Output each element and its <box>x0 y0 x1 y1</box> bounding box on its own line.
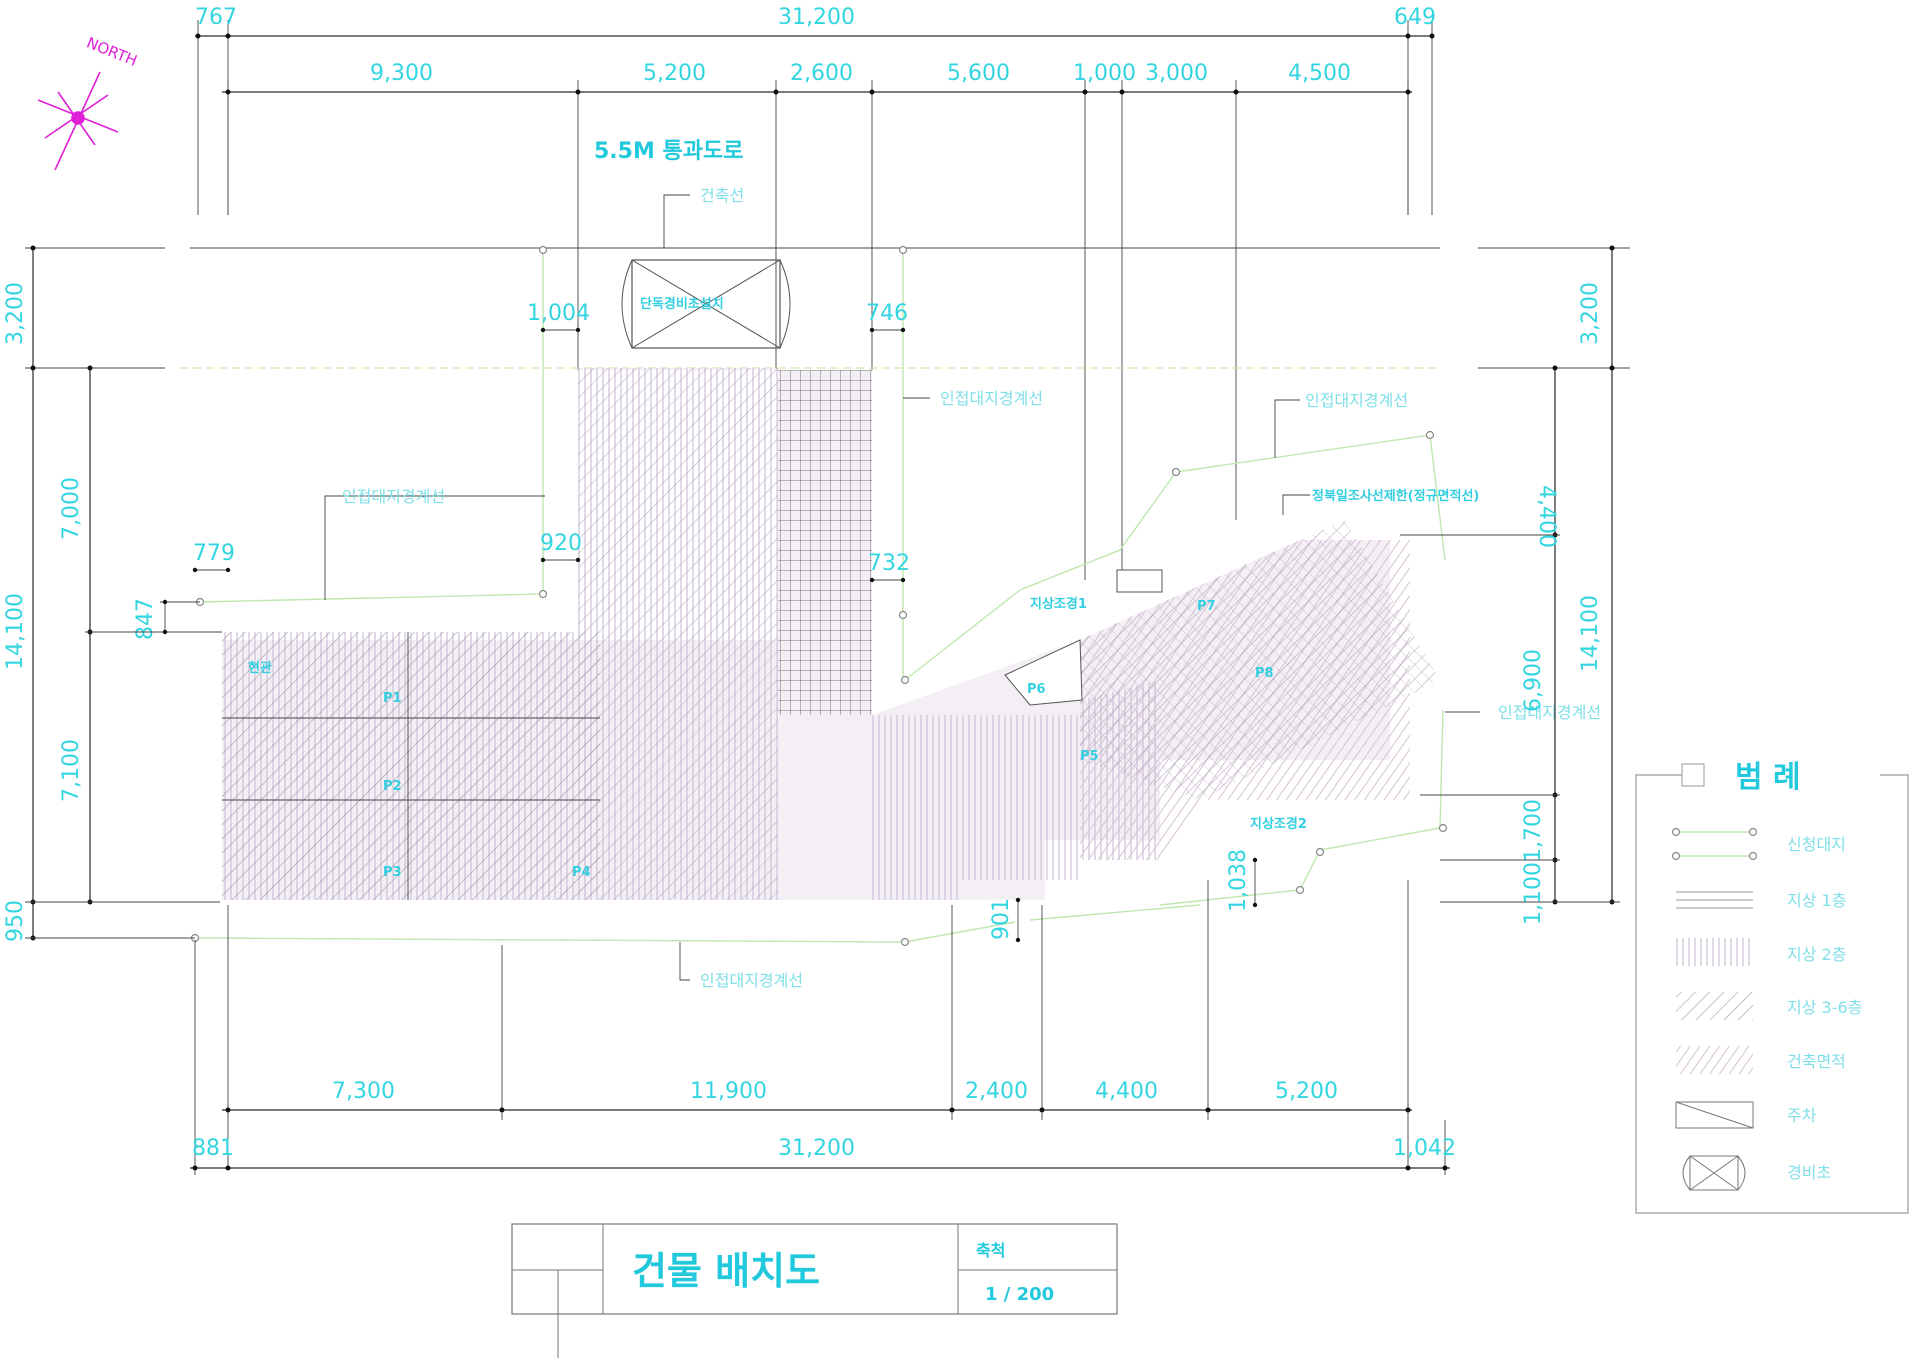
ground-landscape-1: 지상조경1 <box>1030 596 1087 612</box>
dim-1004: 1,004 <box>527 301 590 326</box>
adj-boundary-label-2: 인접대지경계선 <box>940 389 1043 408</box>
dim-1038: 1,038 <box>1226 849 1251 912</box>
dim-847: 847 <box>133 598 158 640</box>
bottom-seg-3: 2,400 <box>965 1079 1028 1104</box>
guard-post-icon <box>1682 1155 1746 1191</box>
room-p7: P7 <box>1197 599 1216 614</box>
top-seg-6: 3,000 <box>1145 61 1208 86</box>
top-seg-4: 5,600 <box>947 61 1010 86</box>
right-dimensions: 3,200 4,400 14,100 6,900 1,700 1,100 <box>1400 245 1620 925</box>
title-block: 건물 배치도 축척 1 / 200 <box>511 1223 1118 1358</box>
legend-label-7: 경비초 <box>1787 1163 1831 1182</box>
dim-779: 779 <box>193 541 235 566</box>
site-boundary-icon <box>1671 827 1758 861</box>
right-dim-1700: 1,700 <box>1521 799 1546 862</box>
dim-901: 901 <box>989 898 1014 940</box>
adj-boundary-label-3: 인접대지경계선 <box>1305 391 1408 410</box>
adj-boundary-label-1: 인접대지경계선 <box>342 487 445 506</box>
plan-annotations: 정북일조사선제한(정규면적선) 지상조경1 지상조경2 현관 P1 P2 P3 … <box>248 488 1479 880</box>
scale-label: 축척 <box>976 1241 1005 1260</box>
legend-label-5: 건축면적 <box>1787 1052 1846 1071</box>
left-dim-7100: 7,100 <box>59 739 84 802</box>
top-seg-1: 9,300 <box>370 61 433 86</box>
right-dim-1100: 1,100 <box>1521 862 1546 925</box>
top-right-offset: 649 <box>1394 5 1436 30</box>
top-seg-3: 2,600 <box>790 61 853 86</box>
room-p1: P1 <box>383 691 402 706</box>
north-label: NORTH <box>84 34 140 70</box>
floor-2-hatch-icon <box>1676 938 1753 966</box>
bottom-right-offset: 1,042 <box>1393 1136 1456 1161</box>
left-dimensions: 3,200 7,000 14,100 7,100 950 <box>3 245 220 942</box>
dim-746: 746 <box>866 301 908 326</box>
building-area-hatch-icon <box>1676 1046 1753 1074</box>
dim-732: 732 <box>868 551 910 576</box>
bottom-seg-2: 11,900 <box>690 1079 767 1104</box>
room-p8: P8 <box>1255 666 1274 681</box>
room-p3: P3 <box>383 865 402 880</box>
legend-label-3: 지상 2층 <box>1787 945 1846 964</box>
right-dim-3200: 3,200 <box>1578 282 1603 345</box>
ground-landscape-2: 지상조경2 <box>1250 816 1307 832</box>
bottom-seg-5: 5,200 <box>1275 1079 1338 1104</box>
top-segment-dimensions: 9,300 5,200 2,600 5,600 1,000 3,000 4,50… <box>222 61 1412 580</box>
adj-boundary-label-5: 인접대지경계선 <box>700 971 803 990</box>
top-seg-7: 4,500 <box>1288 61 1351 86</box>
floor-1-hatch-icon <box>1676 891 1753 909</box>
right-dim-4400: 4,400 <box>1534 485 1559 548</box>
building-line: 건축선 <box>663 186 744 248</box>
right-dim-6900: 6,900 <box>1521 649 1546 712</box>
left-dim-7000: 7,000 <box>59 477 84 540</box>
bottom-left-offset: 881 <box>192 1136 234 1161</box>
top-left-offset: 767 <box>195 5 237 30</box>
building-footprint <box>222 368 1440 900</box>
left-dim-14100: 14,100 <box>3 593 28 670</box>
entrance-label: 현관 <box>248 660 272 676</box>
adjacent-boundary-labels: 인접대지경계선 인접대지경계선 인접대지경계선 인접대지경계선 인접대지경계선 <box>324 389 1601 990</box>
left-dim-3200: 3,200 <box>3 282 28 345</box>
drawing-title: 건물 배치도 <box>632 1249 820 1293</box>
legend: 범 례 신청대지 지상 1층 지상 2층 지상 3-6층 건축면적 주차 <box>1635 760 1909 1214</box>
guard-post-label: 단독경비초설치 <box>640 296 724 312</box>
top-seg-2: 5,200 <box>643 61 706 86</box>
sunlight-line-label: 정북일조사선제한(정규면적선) <box>1312 488 1479 504</box>
parking-icon <box>1675 1101 1754 1129</box>
guard-post: 단독경비초설치 <box>621 259 791 349</box>
bottom-total: 31,200 <box>778 1136 855 1161</box>
room-p5: P5 <box>1080 749 1099 764</box>
road-label: 5.5M 통과도로 <box>594 139 744 164</box>
inner-dimensions: 1,004 746 920 732 779 847 901 1,038 <box>133 301 1258 943</box>
top-total: 31,200 <box>778 5 855 30</box>
legend-label-4: 지상 3-6층 <box>1787 998 1862 1017</box>
bottom-seg-4: 4,400 <box>1095 1079 1158 1104</box>
floor-3-6-hatch-icon <box>1676 992 1753 1020</box>
bottom-segment-dimensions: 7,300 11,900 2,400 4,400 5,200 <box>222 880 1412 1168</box>
room-p6: P6 <box>1027 682 1046 697</box>
right-dim-14100: 14,100 <box>1578 595 1603 672</box>
bottom-overall-dimension: 881 31,200 1,042 <box>190 940 1456 1175</box>
legend-label-6: 주차 <box>1787 1106 1817 1125</box>
top-seg-5: 1,000 <box>1073 61 1136 86</box>
room-p4: P4 <box>572 865 591 880</box>
building-line-label: 건축선 <box>700 186 744 205</box>
room-p2: P2 <box>383 779 402 794</box>
left-dim-950: 950 <box>3 900 28 942</box>
north-arrow-icon: NORTH <box>37 34 140 171</box>
adj-boundary-label-4: 인접대지경계선 <box>1498 703 1601 722</box>
scale-value: 1 / 200 <box>985 1284 1054 1305</box>
legend-label-2: 지상 1층 <box>1787 891 1846 910</box>
top-overall-dimension: 767 31,200 649 <box>195 5 1436 215</box>
bottom-seg-1: 7,300 <box>332 1079 395 1104</box>
legend-label-1: 신청대지 <box>1787 835 1846 854</box>
site-boundary-lines <box>190 245 1448 947</box>
dim-920: 920 <box>540 531 582 556</box>
legend-heading: 범 례 <box>1735 760 1801 795</box>
